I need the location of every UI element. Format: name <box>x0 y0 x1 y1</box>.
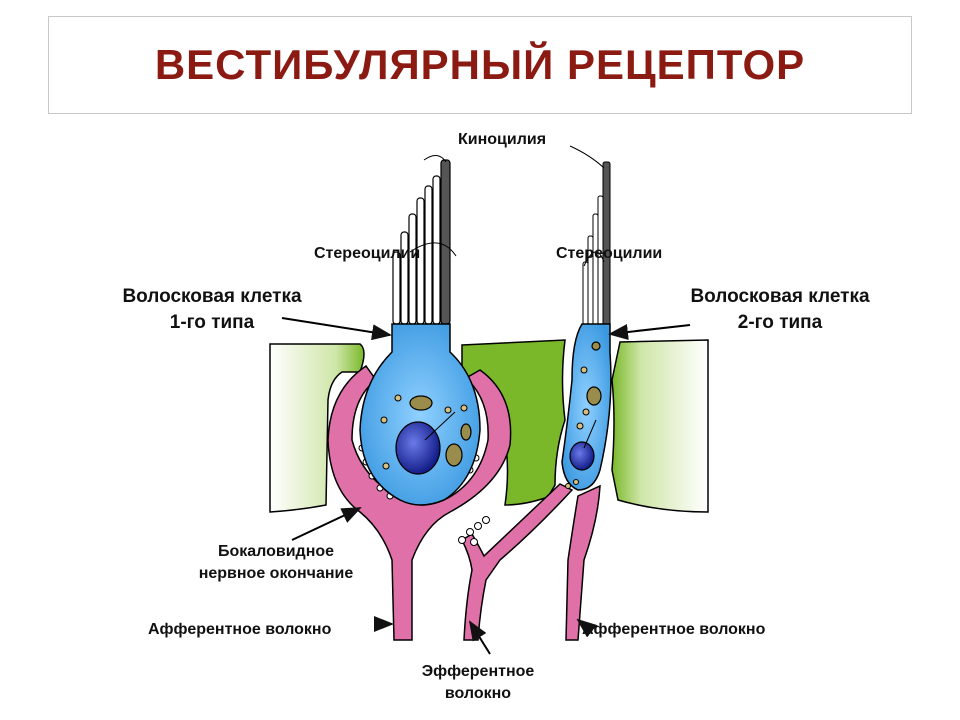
label-hair-cell-1-line1: Волосковая клетка <box>122 286 302 307</box>
label-calyx-line2: нервное окончание <box>199 565 354 582</box>
label-hair-cell-2-line1: Волосковая клетка <box>690 286 870 307</box>
label-efferent-line2: волокно <box>445 685 511 702</box>
hair-cell-type-2 <box>561 323 612 491</box>
label-hair-cell-2-line2: 2-го типа <box>738 312 823 333</box>
stereocilia-bundle-1 <box>392 175 441 325</box>
label-hair-cell-1-line2: 1-го типа <box>170 312 255 333</box>
label-stereocilia-left: Стереоцилии <box>314 245 420 262</box>
label-calyx-line1: Бокаловидное <box>218 543 334 560</box>
kinocilium-1 <box>440 159 451 325</box>
title-box: ВЕСТИБУЛЯРНЫЙ РЕЦЕПТОР <box>48 16 912 114</box>
nucleus-2 <box>569 441 595 471</box>
arrow-hair-cell-2 <box>608 324 691 340</box>
arrow-hair-cell-1 <box>281 317 392 341</box>
arrow-efferent <box>468 620 491 655</box>
efferent-fiber <box>458 483 574 641</box>
pointer-arrows <box>281 317 691 655</box>
arrow-afferent-right <box>576 618 598 638</box>
supporting-cell-right <box>611 339 709 513</box>
kinocilia-pointer-right <box>569 145 605 169</box>
arrow-calyx <box>291 507 362 541</box>
stereocilia-pointer-right <box>583 251 605 267</box>
mitochondria-2 <box>586 341 602 406</box>
label-stereocilia-right: Стереоцилии <box>556 245 662 262</box>
kinocilium-2 <box>602 161 611 327</box>
label-efferent-line1: Эфферентное <box>422 663 535 680</box>
label-afferent-left: Афферентное волокно <box>148 621 332 638</box>
label-afferent-right: Афферентное волокно <box>582 621 766 638</box>
stereocilia-pointer-left <box>409 242 457 257</box>
supporting-cell-left <box>269 343 365 513</box>
label-kinocilia: Киноцилия <box>458 131 546 148</box>
hair-cell-type-1 <box>359 323 481 506</box>
afferent-fiber-2 <box>565 484 601 641</box>
nucleus-1 <box>395 421 441 475</box>
page-title: ВЕСТИБУЛЯРНЫЙ РЕЦЕПТОР <box>154 41 806 88</box>
kinocilia-pointer-left <box>423 155 447 163</box>
mitochondria-1 <box>409 395 472 467</box>
